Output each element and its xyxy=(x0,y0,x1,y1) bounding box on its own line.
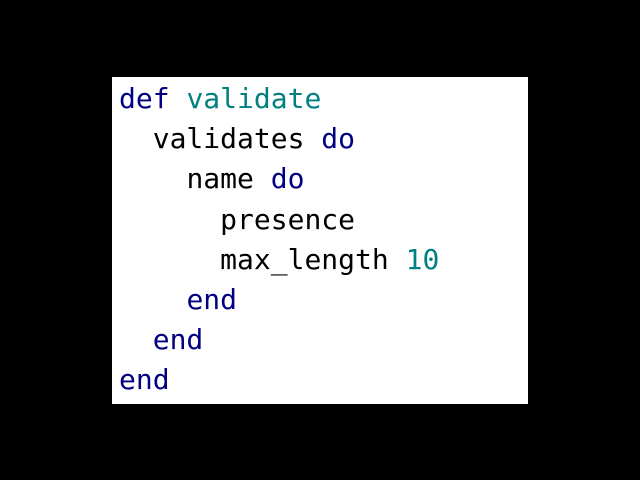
code-line-3: name do xyxy=(119,159,439,199)
code-block: def validate validates do name do presen… xyxy=(119,77,439,401)
identifier-validates: validates xyxy=(152,122,305,156)
keyword-end: end xyxy=(119,363,170,397)
code-line-5: max_length 10 xyxy=(119,240,439,280)
identifier-name: name xyxy=(186,162,254,196)
keyword-end: end xyxy=(186,282,238,316)
code-panel: def validate validates do name do presen… xyxy=(112,77,528,404)
identifier-max-length: max_length xyxy=(220,242,389,276)
code-line-7: end xyxy=(119,320,439,360)
code-line-6: end xyxy=(119,280,439,320)
method-name: validate xyxy=(186,82,322,115)
keyword-def: def xyxy=(119,82,170,115)
number-literal: 10 xyxy=(405,242,440,276)
identifier-presence: presence xyxy=(220,202,356,236)
code-line-1: def validate xyxy=(119,79,439,119)
keyword-do: do xyxy=(321,122,356,156)
code-line-2: validates do xyxy=(119,119,439,159)
keyword-do: do xyxy=(270,162,305,196)
code-line-8: end xyxy=(119,360,439,400)
code-line-4: presence xyxy=(119,200,439,240)
keyword-end: end xyxy=(152,323,204,357)
